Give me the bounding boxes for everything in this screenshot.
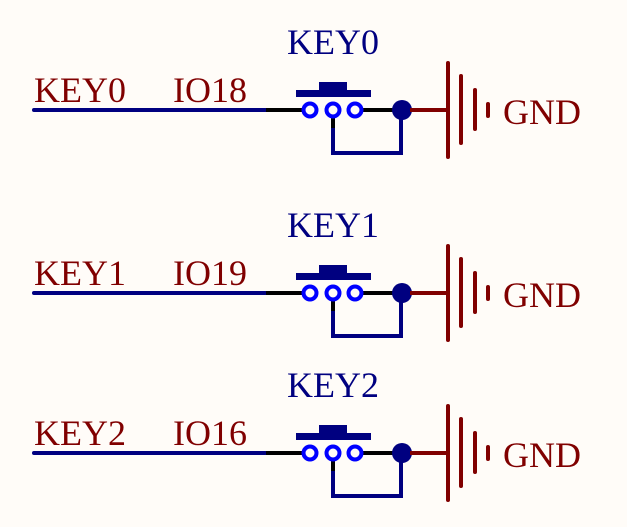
net-label: KEY2: [34, 413, 126, 453]
pin-circle: [346, 444, 364, 462]
switch-designator: KEY1: [287, 205, 379, 245]
net-label: KEY1: [34, 253, 126, 293]
pin-circle: [346, 101, 364, 119]
switch-designator: KEY0: [287, 22, 379, 62]
pin-circle: [346, 284, 364, 302]
switch-actuator: [319, 82, 347, 91]
pin-circle: [324, 444, 342, 462]
switch-bar: [296, 90, 371, 97]
pin-circle: [324, 284, 342, 302]
pin-circle: [301, 101, 319, 119]
junction-dot: [392, 100, 412, 120]
switch-bar: [296, 273, 371, 280]
io-label: IO18: [173, 70, 247, 110]
switch-loop-wire: [331, 453, 403, 498]
ground-label: GND: [503, 92, 581, 132]
switch-designator: KEY2: [287, 365, 379, 405]
pin-circle: [324, 101, 342, 119]
junction-dot: [392, 283, 412, 303]
io-label: IO16: [173, 413, 247, 453]
pin-circle: [301, 444, 319, 462]
pin-circle: [301, 284, 319, 302]
switch-loop-wire: [331, 110, 403, 155]
switch-actuator: [319, 265, 347, 274]
switch-bar: [296, 433, 371, 440]
junction-dot: [392, 443, 412, 463]
net-label: KEY0: [34, 70, 126, 110]
switch-actuator: [319, 425, 347, 434]
io-label: IO19: [173, 253, 247, 293]
switch-loop-wire: [331, 293, 403, 338]
ground-label: GND: [503, 435, 581, 475]
ground-label: GND: [503, 275, 581, 315]
